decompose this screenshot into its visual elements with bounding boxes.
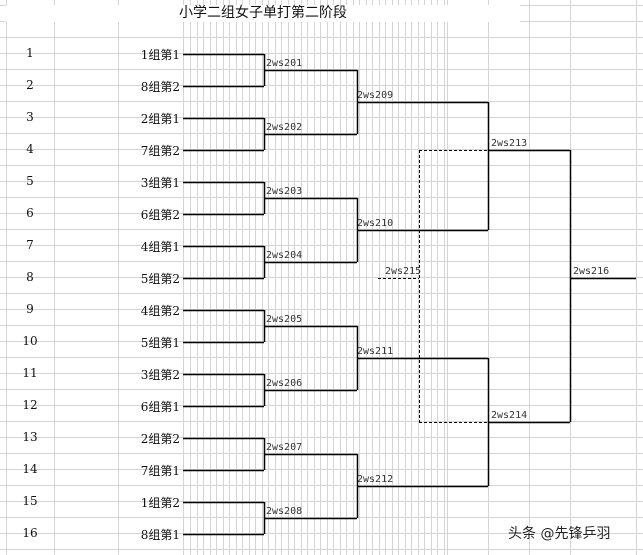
seed-number: 16 bbox=[22, 526, 38, 540]
match-code: 2ws214 bbox=[491, 410, 528, 421]
seed-name: 2组第1 bbox=[140, 112, 180, 126]
match-code: 2ws205 bbox=[266, 314, 303, 325]
seed-number: 7 bbox=[26, 238, 34, 252]
match-code: 2ws208 bbox=[266, 506, 303, 517]
seed-number: 8 bbox=[26, 270, 34, 284]
seed-name: 3组第2 bbox=[140, 368, 180, 382]
seed-number: 5 bbox=[26, 174, 34, 188]
seed-name: 6组第2 bbox=[140, 208, 180, 222]
sheet-title: 小学二组女子单打第二阶段 bbox=[6, 5, 520, 22]
seed-name: 8组第1 bbox=[140, 528, 180, 542]
seed-number: 13 bbox=[22, 430, 38, 444]
match-code: 2ws212 bbox=[357, 474, 394, 485]
seed-name: 5组第1 bbox=[140, 336, 180, 350]
seed-name: 8组第2 bbox=[140, 80, 180, 94]
match-code: 2ws201 bbox=[266, 58, 303, 69]
match-code: 2ws209 bbox=[357, 90, 394, 101]
seed-name: 2组第2 bbox=[140, 432, 180, 446]
seed-name: 5组第2 bbox=[140, 272, 180, 286]
seed-name: 6组第1 bbox=[140, 400, 180, 414]
match-code: 2ws210 bbox=[357, 218, 394, 229]
match-code: 2ws211 bbox=[357, 346, 394, 357]
match-code: 2ws202 bbox=[266, 122, 303, 133]
seed-number: 9 bbox=[26, 302, 34, 316]
seed-number: 10 bbox=[22, 334, 38, 348]
match-code: 2ws206 bbox=[266, 378, 303, 389]
seed-number: 14 bbox=[22, 462, 38, 476]
seed-name: 1组第1 bbox=[140, 48, 180, 62]
seed-number: 15 bbox=[22, 494, 38, 508]
seed-name: 7组第2 bbox=[140, 144, 180, 158]
seed-number: 2 bbox=[26, 78, 34, 92]
match-code: 2ws204 bbox=[266, 250, 303, 261]
seed-number: 1 bbox=[26, 46, 34, 60]
match-code: 2ws207 bbox=[266, 442, 303, 453]
match-code: 2ws213 bbox=[491, 138, 528, 149]
seed-number: 3 bbox=[26, 110, 34, 124]
seed-name: 1组第2 bbox=[140, 496, 180, 510]
seed-name: 3组第1 bbox=[140, 176, 180, 190]
match-code: 2ws216 bbox=[573, 266, 610, 277]
seed-number: 11 bbox=[22, 366, 38, 380]
seed-number: 12 bbox=[22, 398, 38, 412]
match-code: 2ws203 bbox=[266, 186, 303, 197]
watermark: 头条 @先锋乒羽 bbox=[508, 526, 611, 542]
seed-number: 4 bbox=[26, 142, 34, 156]
match-code: 2ws215 bbox=[385, 266, 422, 277]
seed-number: 6 bbox=[26, 206, 34, 220]
seed-name: 4组第1 bbox=[140, 240, 180, 254]
seed-name: 4组第2 bbox=[140, 304, 180, 318]
seed-name: 7组第1 bbox=[140, 464, 180, 478]
